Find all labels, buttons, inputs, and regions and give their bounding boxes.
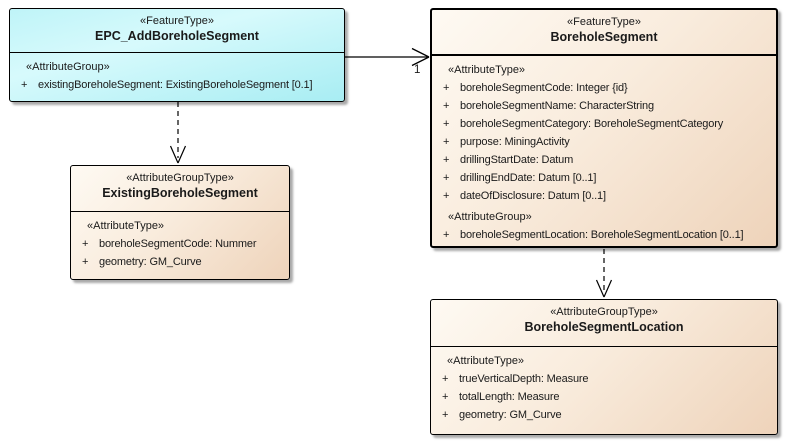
visibility-marker: + xyxy=(443,172,450,184)
visibility-marker: + xyxy=(443,100,450,112)
visibility-marker: + xyxy=(443,118,450,130)
attribute-text: geometry: GM_Curve xyxy=(459,409,562,421)
attribute-group-stereotype: «AttributeType» xyxy=(87,220,165,232)
class-header: «FeatureType» EPC_AddBoreholeSegment xyxy=(10,9,344,53)
attributes-compartment: «AttributeGroup» + existingBoreholeSegme… xyxy=(10,53,344,94)
visibility-marker: + xyxy=(442,373,449,385)
attributes-compartment: «AttributeType» + trueVerticalDepth: Mea… xyxy=(431,347,777,424)
attributes-compartment: «AttributeType» + boreholeSegmentCode: N… xyxy=(71,212,289,271)
visibility-marker: + xyxy=(443,229,450,241)
visibility-marker: + xyxy=(443,190,450,202)
attributes-compartment: «AttributeType» + boreholeSegmentCode: I… xyxy=(432,56,776,244)
attribute-text: totalLength: Measure xyxy=(459,391,560,403)
visibility-marker: + xyxy=(21,79,28,91)
attribute-row: + boreholeSegmentCode: Integer {id} xyxy=(432,79,776,97)
attribute-text: boreholeSegmentLocation: BoreholeSegment… xyxy=(460,229,744,241)
attribute-group-stereotype: «AttributeGroup» xyxy=(26,61,110,73)
attribute-text: drillingEndDate: Datum [0..1] xyxy=(460,172,597,184)
attribute-row: + dateOfDisclosure: Datum [0..1] xyxy=(432,187,776,205)
uml-class-existingboreholesegment: «AttributeGroupType» ExistingBoreholeSeg… xyxy=(70,165,290,280)
class-name: ExistingBoreholeSegment xyxy=(102,186,258,200)
attribute-text: existingBoreholeSegment: ExistingBorehol… xyxy=(38,79,313,91)
open-arrowhead-icon xyxy=(595,279,613,298)
attribute-text: boreholeSegmentCode: Integer {id} xyxy=(460,82,628,94)
attribute-row: + boreholeSegmentCode: Nummer xyxy=(71,235,289,253)
attribute-text: drillingStartDate: Datum xyxy=(460,154,574,166)
attribute-row: + geometry: GM_Curve xyxy=(71,253,289,271)
visibility-marker: + xyxy=(443,154,450,166)
attribute-row: + drillingEndDate: Datum [0..1] xyxy=(432,169,776,187)
attribute-text: geometry: GM_Curve xyxy=(99,256,202,268)
association-multiplicity-label: 1 xyxy=(414,64,421,76)
open-arrowhead-icon xyxy=(411,47,430,67)
visibility-marker: + xyxy=(443,82,450,94)
visibility-marker: + xyxy=(82,256,89,268)
attribute-text: boreholeSegmentName: CharacterString xyxy=(460,100,654,112)
attribute-group-stereotype: «AttributeType» xyxy=(447,355,525,367)
dependency-arrow-borehole-to-location xyxy=(595,249,613,298)
class-stereotype: «AttributeGroupType» xyxy=(126,172,234,184)
class-name: EPC_AddBoreholeSegment xyxy=(95,29,259,43)
association-arrow-epc-to-boreholesegment xyxy=(345,47,430,67)
attribute-text: boreholeSegmentCategory: BoreholeSegment… xyxy=(460,118,724,130)
attribute-text: boreholeSegmentCode: Nummer xyxy=(99,238,257,250)
attribute-group-stereotype: «AttributeType» xyxy=(448,64,526,76)
attribute-row: + boreholeSegmentLocation: BoreholeSegme… xyxy=(432,226,776,244)
attribute-text: trueVerticalDepth: Measure xyxy=(459,373,589,385)
attribute-row: + drillingStartDate: Datum xyxy=(432,151,776,169)
attribute-row: + existingBoreholeSegment: ExistingBoreh… xyxy=(10,76,344,94)
uml-class-boreholesegmentlocation: «AttributeGroupType» BoreholeSegmentLoca… xyxy=(430,299,778,435)
class-header: «AttributeGroupType» BoreholeSegmentLoca… xyxy=(431,300,777,347)
visibility-marker: + xyxy=(442,409,449,421)
class-header: «AttributeGroupType» ExistingBoreholeSeg… xyxy=(71,166,289,212)
attribute-row: + geometry: GM_Curve xyxy=(431,406,777,424)
attribute-row: + boreholeSegmentCategory: BoreholeSegme… xyxy=(432,115,776,133)
class-stereotype: «FeatureType» xyxy=(567,16,641,28)
visibility-marker: + xyxy=(82,238,89,250)
open-arrowhead-icon xyxy=(169,145,187,164)
attribute-row: + boreholeSegmentName: CharacterString xyxy=(432,97,776,115)
attribute-row: + trueVerticalDepth: Measure xyxy=(431,370,777,388)
visibility-marker: + xyxy=(442,391,449,403)
attribute-row: + purpose: MiningActivity xyxy=(432,133,776,151)
class-name: BoreholeSegment xyxy=(550,30,658,44)
class-name: BoreholeSegmentLocation xyxy=(524,320,684,334)
attribute-row: + totalLength: Measure xyxy=(431,388,777,406)
attribute-group-stereotype: «AttributeGroup» xyxy=(448,211,532,223)
attribute-text: dateOfDisclosure: Datum [0..1] xyxy=(460,190,606,202)
uml-class-boreholesegment: «FeatureType» BoreholeSegment «Attribute… xyxy=(430,8,778,248)
uml-class-epc-addboreholesegment: «FeatureType» EPC_AddBoreholeSegment «At… xyxy=(9,8,345,102)
visibility-marker: + xyxy=(443,136,450,148)
class-stereotype: «FeatureType» xyxy=(140,15,214,27)
class-header: «FeatureType» BoreholeSegment xyxy=(432,10,776,56)
attribute-text: purpose: MiningActivity xyxy=(460,136,570,148)
dependency-arrow-epc-to-existing xyxy=(169,102,187,164)
class-stereotype: «AttributeGroupType» xyxy=(550,306,658,318)
